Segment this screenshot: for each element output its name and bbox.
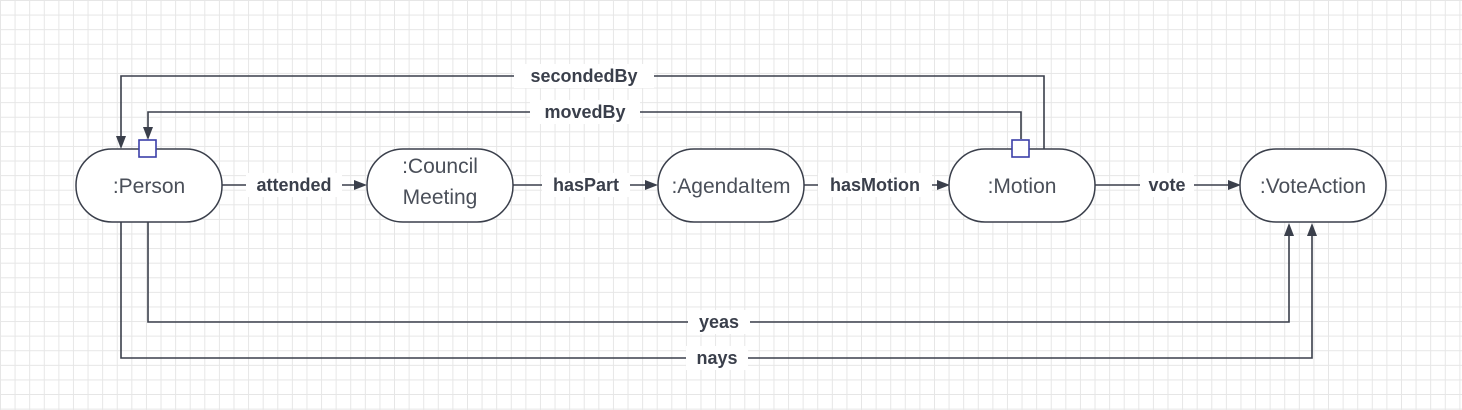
edge-label-nays: nays bbox=[696, 348, 737, 368]
motion-connection-port[interactable] bbox=[1011, 139, 1030, 158]
edge-label-has-part: hasPart bbox=[553, 175, 619, 195]
node-motion[interactable]: :Motion bbox=[948, 139, 1096, 223]
node-council-meeting-label-line2: Meeting bbox=[403, 186, 478, 209]
edge-has-motion[interactable]: hasMotion bbox=[804, 173, 950, 197]
node-agenda-item-label: :AgendaItem bbox=[671, 175, 790, 198]
node-council-meeting[interactable]: :Council Meeting bbox=[366, 148, 514, 223]
edge-yeas[interactable]: yeas bbox=[147, 222, 1294, 334]
node-person-label: :Person bbox=[113, 175, 185, 198]
edge-label-seconded-by: secondedBy bbox=[530, 66, 637, 86]
edge-label-moved-by: movedBy bbox=[544, 102, 625, 122]
node-motion-label: :Motion bbox=[988, 175, 1057, 198]
person-connection-port[interactable] bbox=[138, 139, 157, 158]
edge-label-vote: vote bbox=[1148, 175, 1185, 195]
node-council-meeting-label-line1: :Council bbox=[402, 155, 478, 178]
edge-has-part[interactable]: hasPart bbox=[513, 173, 658, 197]
nodes: :Person :Council Meeting :AgendaItem :Mo… bbox=[75, 139, 1387, 223]
node-agenda-item[interactable]: :AgendaItem bbox=[657, 148, 805, 223]
edge-label-has-motion: hasMotion bbox=[830, 175, 920, 195]
edge-nays[interactable]: nays bbox=[120, 222, 1317, 370]
edge-seconded-by[interactable]: secondedBy bbox=[116, 64, 1045, 150]
node-vote-action-label: :VoteAction bbox=[1260, 175, 1366, 198]
edge-vote[interactable]: vote bbox=[1095, 173, 1241, 197]
edge-moved-by[interactable]: movedBy bbox=[143, 100, 1022, 140]
edge-attended[interactable]: attended bbox=[222, 173, 367, 197]
edge-label-yeas: yeas bbox=[699, 312, 739, 332]
node-vote-action[interactable]: :VoteAction bbox=[1239, 148, 1387, 223]
edges: secondedBy movedBy attended hasPart bbox=[116, 64, 1317, 370]
node-person[interactable]: :Person bbox=[75, 139, 223, 223]
edge-label-attended: attended bbox=[256, 175, 331, 195]
